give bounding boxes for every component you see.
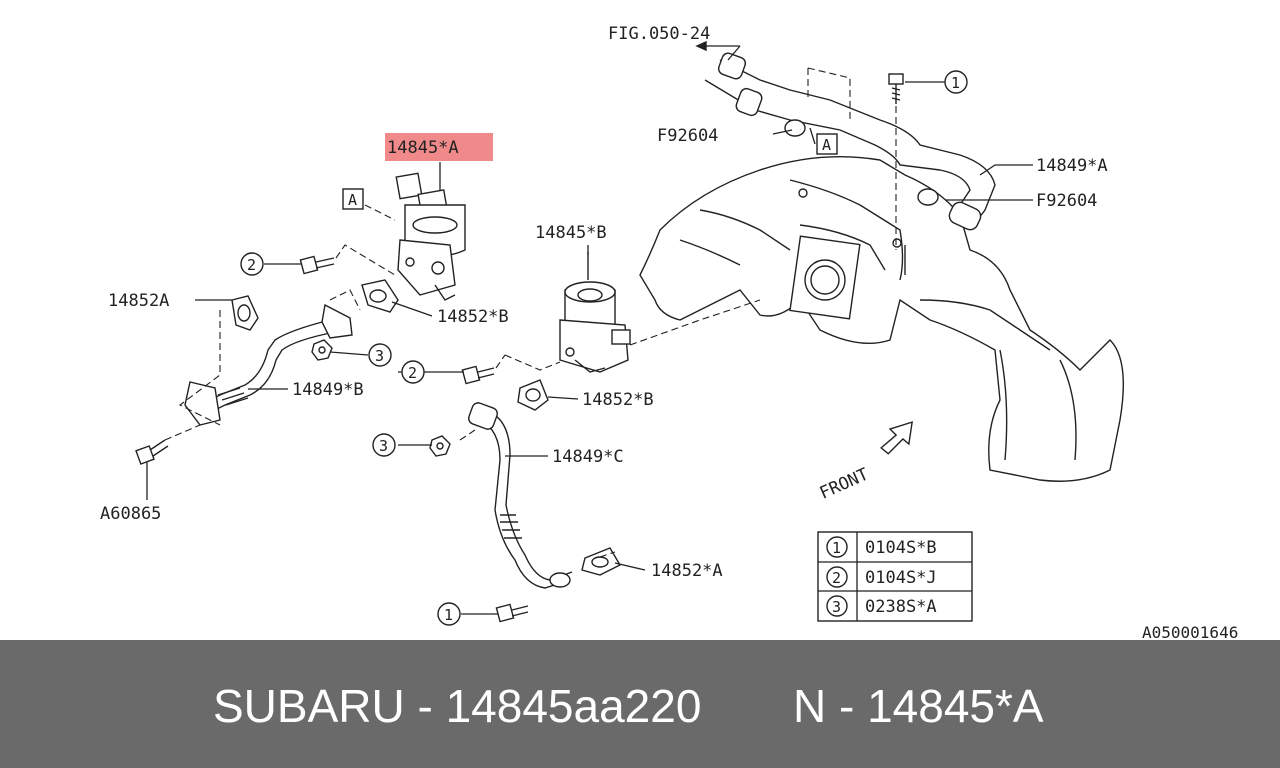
bolt-1-top	[888, 73, 904, 250]
brand-part-number: SUBARU - 14845aa220	[213, 680, 702, 732]
ref-box-a-left: A	[342, 188, 364, 210]
label-14852b-mid: 14852*B	[582, 390, 654, 410]
gasket-14852b-mid	[517, 379, 549, 411]
callout-3-upper: 3	[368, 343, 392, 367]
gasket-14852a-left	[231, 295, 259, 331]
nut-3-upper	[311, 339, 333, 361]
fastener-legend: 1 0104S*B 2 0104S*J 3 0238S*A	[817, 531, 973, 622]
svg-text:A: A	[348, 191, 357, 209]
bolt-1-bottom	[495, 603, 529, 623]
parts-diagram: FRONT FIG.050-24 F92604 14849*A F92604 1…	[100, 24, 1239, 640]
label-14849b: 14849*B	[292, 380, 364, 400]
label-14852a-bottom: 14852*A	[651, 561, 723, 581]
label-f92604-right: F92604	[1036, 191, 1097, 211]
svg-text:A: A	[822, 136, 831, 154]
label-14845a: 14845*A	[387, 138, 459, 158]
svg-text:1: 1	[951, 74, 960, 92]
svg-text:2: 2	[408, 364, 417, 382]
callout-2-mid: 2	[401, 360, 425, 384]
legend-num-2: 2	[832, 569, 841, 587]
svg-text:3: 3	[379, 437, 388, 455]
callout-1-top: 1	[944, 70, 968, 94]
svg-text:1: 1	[444, 606, 453, 624]
label-a60865: A60865	[100, 504, 161, 524]
legend-num-3: 3	[832, 598, 841, 616]
label-14852a-left: 14852A	[108, 291, 169, 311]
label-14849a: 14849*A	[1036, 156, 1108, 176]
pipe-14849b	[164, 289, 361, 441]
hose-14849a	[704, 52, 996, 231]
intake-manifold	[639, 155, 1124, 482]
label-14852b-top: 14852*B	[437, 307, 509, 327]
label-14849c: 14849*C	[552, 447, 624, 467]
legend-code-1: 0104S*B	[865, 538, 937, 558]
bolt-2-mid	[461, 354, 506, 385]
svg-text:3: 3	[375, 347, 384, 365]
air-valve-14845b	[559, 252, 761, 373]
callout-3-mid: 3	[372, 433, 396, 457]
air-valve-14845a	[364, 172, 466, 301]
label-f92604-top: F92604	[657, 126, 718, 146]
label-14845b: 14845*B	[535, 223, 607, 243]
bolt-a60865	[135, 439, 169, 465]
callout-2-upper: 2	[240, 252, 264, 276]
legend-num-1: 1	[832, 539, 841, 557]
label-doc-id: A050001646	[1142, 623, 1238, 640]
pipe-14849c	[459, 354, 616, 589]
nut-3-mid	[429, 435, 451, 457]
diagram-reference: N - 14845*A	[793, 680, 1044, 732]
highlight-box	[385, 133, 493, 161]
front-arrow: FRONT	[817, 421, 913, 504]
label-fig-ref: FIG.050-24	[608, 24, 710, 44]
legend-code-2: 0104S*J	[865, 568, 937, 588]
bolt-2-upper	[299, 244, 396, 276]
part-number-footer: SUBARU - 14845aa220 N - 14845*A	[0, 640, 1280, 768]
svg-text:2: 2	[247, 256, 256, 274]
callout-1-bottom: 1	[437, 602, 461, 626]
part-labels: FIG.050-24 F92604 14849*A F92604 14845*A…	[100, 24, 1238, 640]
ref-box-a-top: A	[816, 133, 838, 155]
front-label: FRONT	[817, 465, 872, 504]
gasket-14852b-top	[361, 279, 399, 313]
legend-code-3: 0238S*A	[865, 597, 937, 617]
